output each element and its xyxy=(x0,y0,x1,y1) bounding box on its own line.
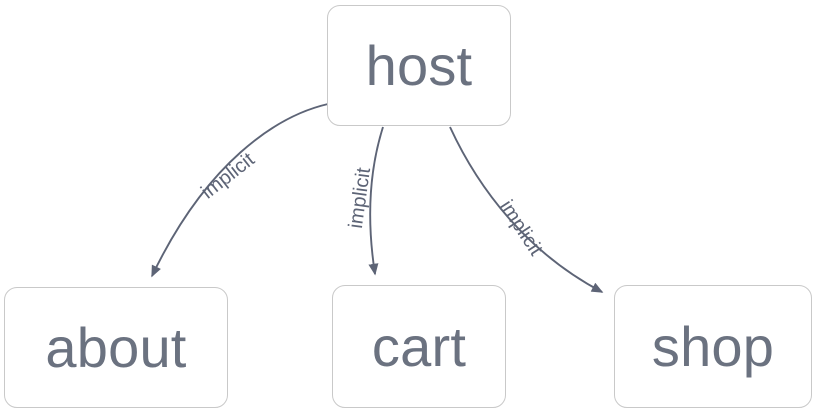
node-host[interactable]: host xyxy=(327,5,511,126)
node-shop-label: shop xyxy=(651,314,775,378)
node-cart-label: cart xyxy=(371,314,467,378)
node-about-label: about xyxy=(45,315,187,379)
edge-host-cart xyxy=(368,126,384,276)
node-cart[interactable]: cart xyxy=(332,285,506,408)
edge-host-shop xyxy=(449,126,604,293)
node-about[interactable]: about xyxy=(4,287,228,408)
edge-host-about xyxy=(151,103,329,278)
node-shop[interactable]: shop xyxy=(614,285,812,408)
node-host-label: host xyxy=(365,33,473,97)
edge-paths xyxy=(151,103,604,293)
